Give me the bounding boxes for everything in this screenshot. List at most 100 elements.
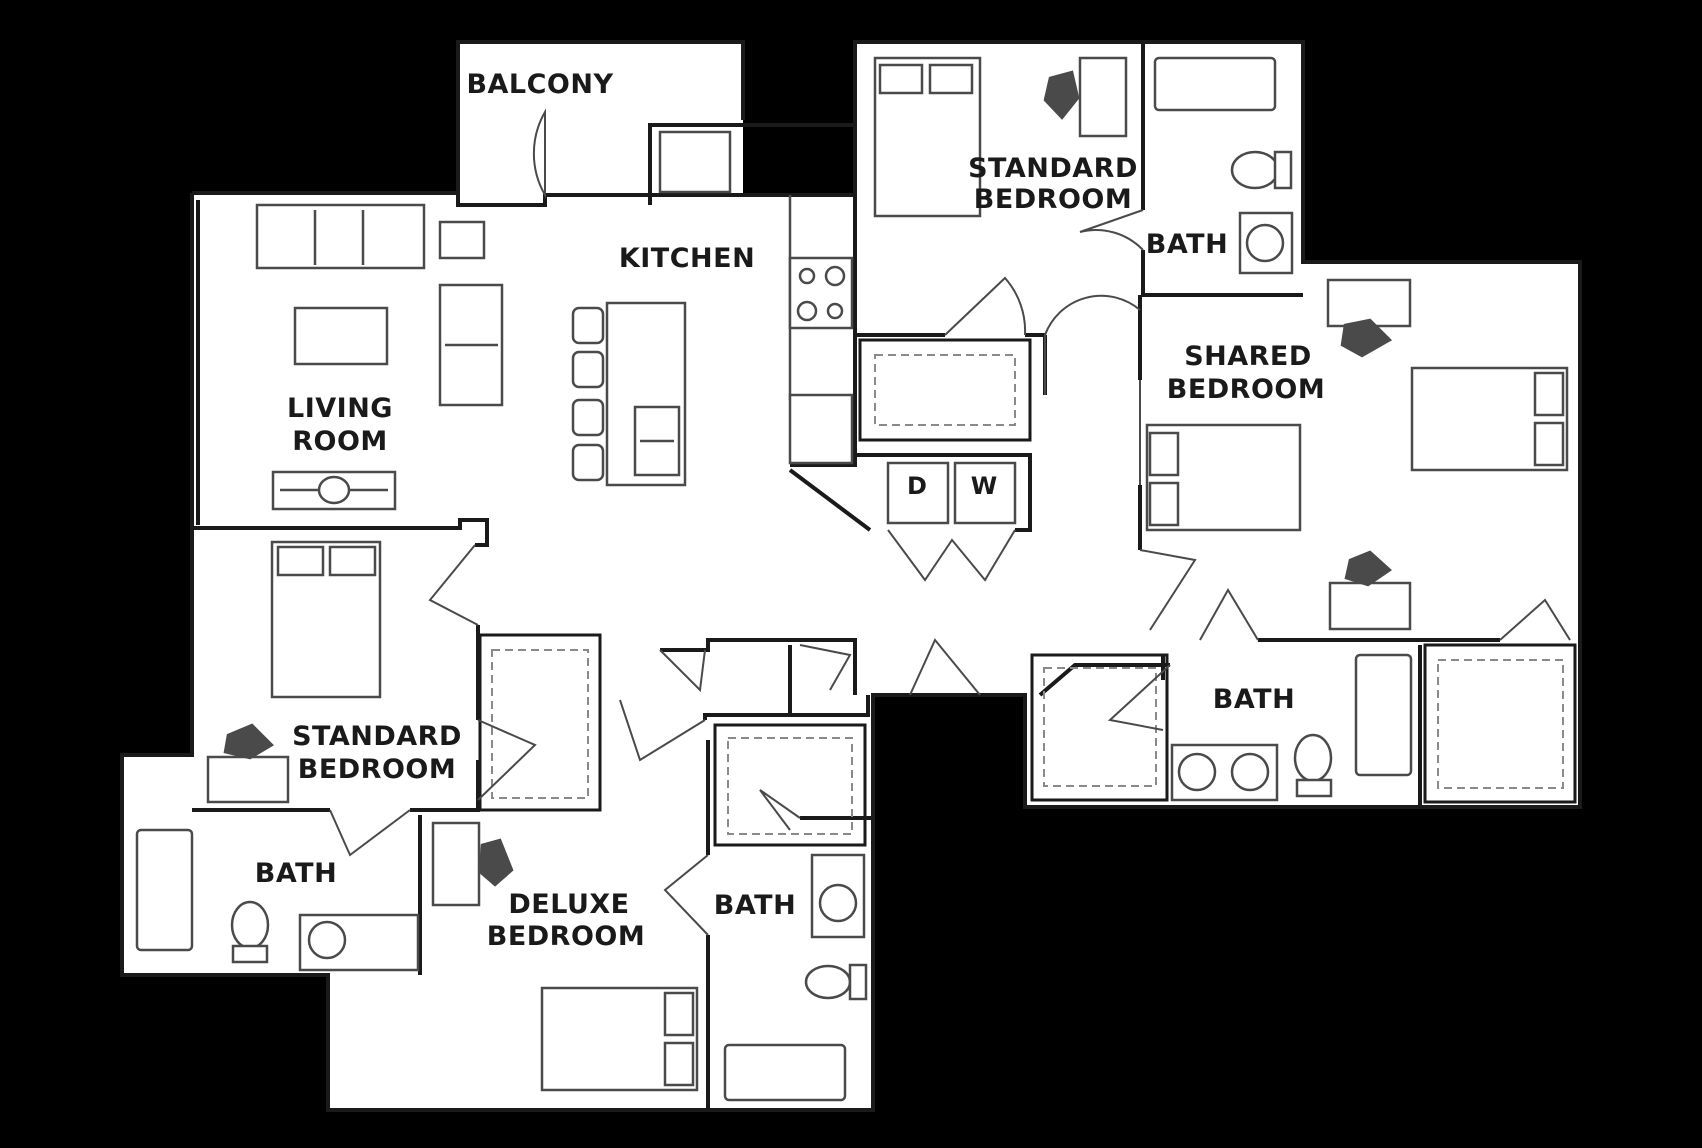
standard-bedroom-left-label-line1: STANDARD xyxy=(292,721,462,752)
standard-bedroom-top-label-line2: BEDROOM xyxy=(974,184,1133,215)
toilet-icon xyxy=(230,900,270,964)
desk-chair-icon xyxy=(1340,318,1393,358)
bathtub-icon xyxy=(723,1043,847,1102)
door-swing-icon xyxy=(428,544,479,626)
bed-icon xyxy=(540,986,699,1092)
living-room-label-line1: LIVING xyxy=(287,393,393,424)
door-swing-icon xyxy=(1107,664,1171,731)
door-swing-icon xyxy=(1139,549,1197,631)
shared-left-closet-dash xyxy=(1043,667,1157,787)
door-swing-icon xyxy=(619,699,706,762)
bath-left-label: BATH xyxy=(255,858,337,889)
bath-shared-label: BATH xyxy=(1213,684,1295,715)
door-swing-icon xyxy=(1079,209,1144,251)
kitchen-upper-wall xyxy=(648,123,855,205)
kitchen-island-icon xyxy=(605,301,687,487)
interior-walls xyxy=(192,42,1577,1110)
closet-top-dash xyxy=(874,354,1016,426)
door-swing-icon xyxy=(944,276,1027,336)
standard-bedroom-top-label-line1: STANDARD xyxy=(968,153,1138,184)
door-swing-icon xyxy=(532,108,546,199)
room-labels: BALCONY KITCHEN LIVING ROOM STANDARD BED… xyxy=(255,69,1325,952)
bathtub-icon xyxy=(1354,653,1413,777)
bed-icon xyxy=(873,56,982,218)
bath-deluxe-label: BATH xyxy=(714,890,796,921)
desk-chair-icon xyxy=(478,838,514,887)
laundry-enclosure xyxy=(790,453,1032,532)
deluxe-closet xyxy=(713,723,867,847)
laundry-left-angle xyxy=(788,468,872,532)
doors xyxy=(329,108,1571,936)
shared-bedroom-label-line1: SHARED xyxy=(1184,341,1312,372)
shared-bedroom-label-line2: BEDROOM xyxy=(1167,374,1326,405)
left-closet-dash xyxy=(491,649,589,799)
living-room-label-line2: ROOM xyxy=(292,426,388,457)
standard-bedroom-left-label-line2: BEDROOM xyxy=(298,754,457,785)
side-table-icon xyxy=(438,220,486,260)
dryer-icon xyxy=(886,461,950,525)
hall-closets xyxy=(660,638,857,695)
door-swing-icon xyxy=(1199,588,1259,641)
shared-right-closet-dash xyxy=(1437,659,1564,789)
door-swing-icon xyxy=(1044,294,1141,395)
desk-icon xyxy=(1328,581,1412,631)
door-swing-icon xyxy=(887,529,1016,582)
stove-icon xyxy=(788,256,854,330)
toilet-icon xyxy=(804,963,868,1001)
closet-top xyxy=(858,338,1032,442)
shared-closet-left xyxy=(1030,653,1169,802)
dashed-outlines xyxy=(491,354,1564,835)
toilet-icon xyxy=(1293,733,1333,798)
desk-chair-icon xyxy=(1344,550,1393,587)
desk-icon xyxy=(431,821,481,907)
door-swing-icon xyxy=(663,854,709,936)
bath-top-label: BATH xyxy=(1146,229,1228,260)
washer-label: W xyxy=(971,472,997,500)
sink-icon xyxy=(298,913,420,972)
sink-icon xyxy=(810,853,866,939)
door-swing-icon xyxy=(759,789,801,831)
desk-chair-icon xyxy=(223,723,275,760)
shared-angled-wall xyxy=(1038,663,1170,697)
toilet-icon xyxy=(1230,150,1293,190)
door-swing-icon xyxy=(1499,598,1571,641)
exterior-walls xyxy=(120,40,1582,1112)
armchair-icon xyxy=(438,283,504,407)
deluxe-bedroom-label-line1: DELUXE xyxy=(508,889,629,920)
coffee-table-icon xyxy=(293,306,389,366)
kitchen-cabinets-icon xyxy=(658,130,854,465)
bath-top-lower-wall xyxy=(1141,250,1303,297)
deluxe-closet-dash xyxy=(727,737,853,835)
desk-icon xyxy=(1078,56,1128,138)
shared-closet-right xyxy=(1423,643,1577,804)
sink-icon xyxy=(1170,743,1279,802)
living-bottom-wall xyxy=(192,518,489,547)
bar-stools-icon xyxy=(571,306,605,482)
balcony-label: BALCONY xyxy=(466,69,613,100)
kitchen-label: KITCHEN xyxy=(619,243,755,274)
sofa-icon xyxy=(255,203,426,270)
tv-console-icon xyxy=(271,470,397,511)
bathtub-icon xyxy=(135,828,194,952)
door-swing-icon xyxy=(659,649,706,693)
left-bedroom-closet xyxy=(478,633,602,812)
bed-icon xyxy=(1145,423,1302,532)
dryer-label: D xyxy=(907,472,927,500)
door-swing-icon xyxy=(329,809,411,857)
fixtures xyxy=(135,56,1569,1102)
outer-shell xyxy=(120,40,1582,1112)
bed-icon xyxy=(1410,366,1569,472)
door-swing-icon xyxy=(909,638,981,696)
bathtub-icon xyxy=(1153,56,1277,112)
desk-icon xyxy=(206,755,290,804)
door-swing-icon xyxy=(799,644,852,691)
desk-icon xyxy=(1326,278,1412,328)
deluxe-bedroom-label-line2: BEDROOM xyxy=(487,921,646,952)
door-swing-icon xyxy=(477,719,537,801)
sink-icon xyxy=(1238,211,1294,275)
desk-chair-icon xyxy=(1043,70,1080,120)
washer-icon xyxy=(953,461,1017,525)
deluxe-upper-wall xyxy=(703,695,870,720)
balcony-outline xyxy=(456,40,745,193)
